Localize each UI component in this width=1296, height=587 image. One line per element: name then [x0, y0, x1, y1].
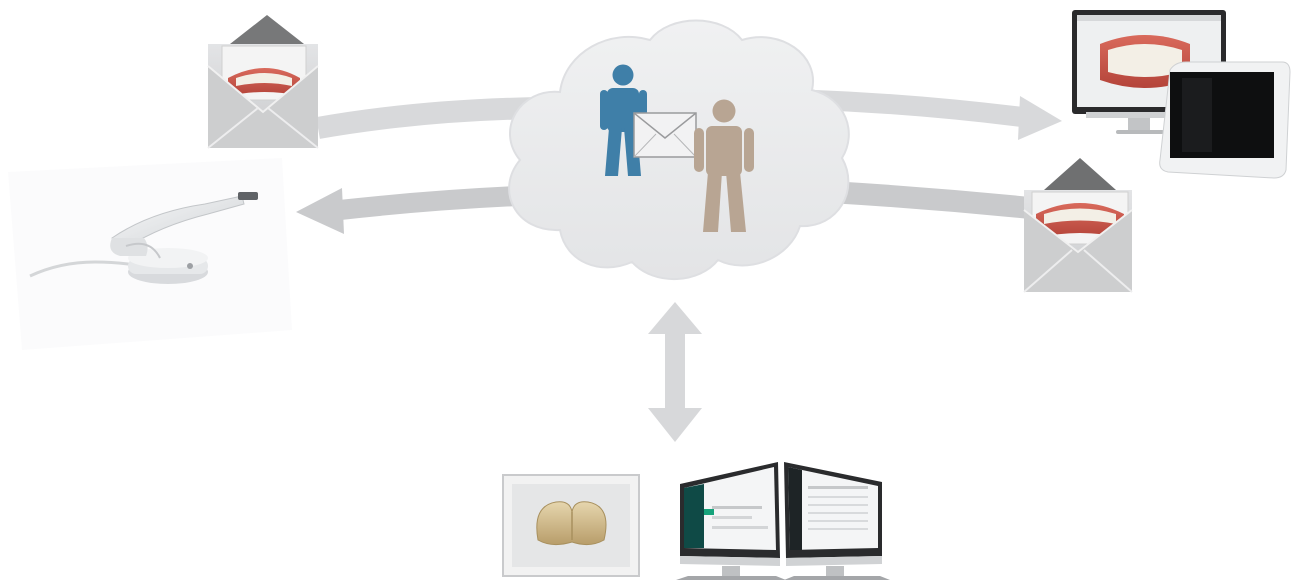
desktop-monitor-left-icon	[676, 462, 786, 580]
envelope-top-left-icon	[207, 15, 319, 149]
intraoral-scanner-icon	[8, 158, 292, 350]
arrow-cloud-to-lab-workstation	[814, 90, 1062, 140]
arrow-envelope-to-cloud	[316, 97, 541, 139]
desktop-monitor-right-icon	[784, 462, 890, 580]
arrow-envelope-right-to-cloud	[829, 181, 1032, 219]
arrow-cloud-design-bidirectional	[648, 302, 702, 442]
person-right-icon	[694, 99, 754, 232]
lab-workstation-icon	[1072, 10, 1291, 179]
arrow-cloud-to-scanner	[296, 186, 519, 234]
cloud-envelope-icon	[633, 112, 697, 158]
dental-crown-icon	[502, 474, 640, 577]
envelope-right-icon	[1023, 158, 1133, 293]
